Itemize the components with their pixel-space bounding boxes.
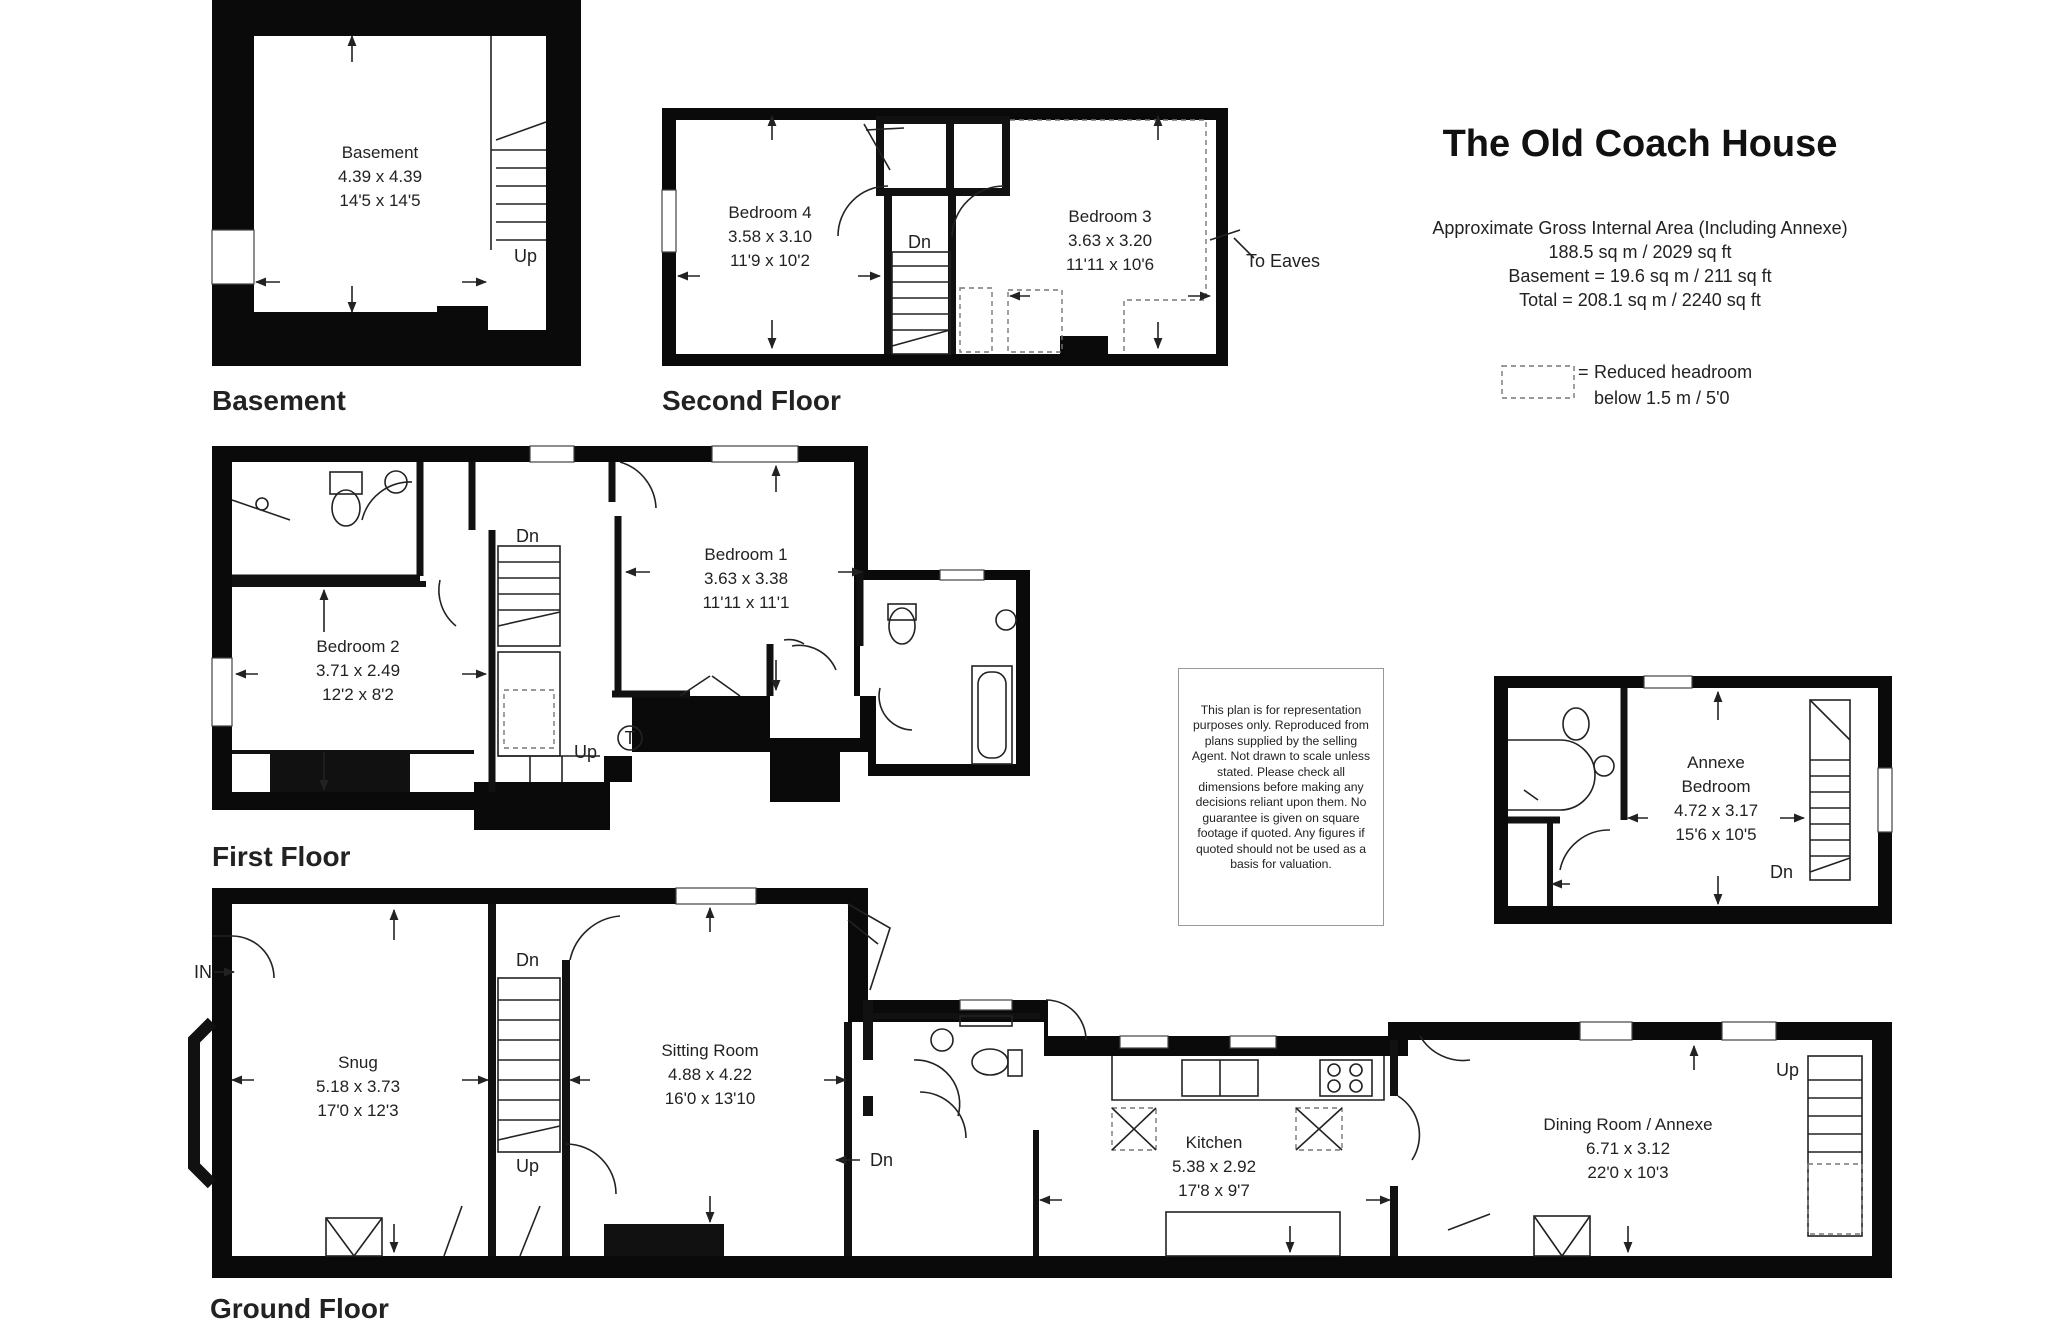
dining-room-imperial: 22'0 x 10'3 bbox=[1587, 1163, 1668, 1182]
basement-plan: Basement 4.39 x 4.39 14'5 x 14'5 Up bbox=[211, 0, 581, 366]
sitting-room-imperial: 16'0 x 13'10 bbox=[665, 1089, 756, 1108]
dining-up-label: Up bbox=[1776, 1060, 1799, 1080]
basement-room-metric: 4.39 x 4.39 bbox=[338, 167, 422, 186]
ground-floor-dn-label: Dn bbox=[516, 950, 539, 970]
sitting-room-metric: 4.88 x 4.22 bbox=[668, 1065, 752, 1084]
area-line-1: Approximate Gross Internal Area (Includi… bbox=[1432, 218, 1847, 238]
annexe-bedroom-name-2: Bedroom bbox=[1682, 777, 1751, 796]
to-eaves-label: To Eaves bbox=[1246, 251, 1320, 271]
ground-floor-up-label: Up bbox=[516, 1156, 539, 1176]
bedroom4-metric: 3.58 x 3.10 bbox=[728, 227, 812, 246]
dining-room-metric: 6.71 x 3.12 bbox=[1586, 1139, 1670, 1158]
second-floor-stairs bbox=[891, 251, 951, 355]
bedroom3-imperial: 11'11 x 10'6 bbox=[1066, 255, 1154, 274]
bedroom1-metric: 3.63 x 3.38 bbox=[704, 569, 788, 588]
disclaimer-box: This plan is for representation purposes… bbox=[1178, 668, 1384, 926]
annexe-stairs bbox=[1809, 699, 1851, 881]
basement-stairs bbox=[491, 121, 547, 241]
basement-room-name: Basement bbox=[342, 143, 419, 162]
property-title: The Old Coach House bbox=[1443, 123, 1838, 165]
first-floor-up-label: Up bbox=[574, 742, 597, 762]
dining-room-name: Dining Room / Annexe bbox=[1543, 1115, 1712, 1134]
floor-label-first-floor: First Floor bbox=[212, 841, 351, 872]
floor-label-second-floor: Second Floor bbox=[662, 385, 841, 416]
bedroom3-metric: 3.63 x 3.20 bbox=[1068, 231, 1152, 250]
floor-label-ground-floor: Ground Floor bbox=[210, 1293, 389, 1324]
bedroom2-imperial: 12'2 x 8'2 bbox=[322, 685, 394, 704]
ground-floor-stairs bbox=[497, 977, 1863, 1237]
first-floor-stairs bbox=[497, 545, 600, 782]
area-line-4: Total = 208.1 sq m / 2240 sq ft bbox=[1519, 290, 1761, 310]
basement-up-label: Up bbox=[514, 246, 537, 266]
legend-equals: = bbox=[1578, 362, 1589, 382]
area-line-2: 188.5 sq m / 2029 sq ft bbox=[1548, 242, 1731, 262]
kitchen-metric: 5.38 x 2.92 bbox=[1172, 1157, 1256, 1176]
annexe-plan: Annexe Bedroom 4.72 x 3.17 15'6 x 10'5 D… bbox=[1494, 675, 1893, 924]
snug-name: Snug bbox=[338, 1053, 378, 1072]
bedroom2-name: Bedroom 2 bbox=[316, 637, 399, 656]
area-line-3: Basement = 19.6 sq m / 211 sq ft bbox=[1508, 266, 1771, 286]
annexe-bedroom-name-1: Annexe bbox=[1687, 753, 1745, 772]
ground-floor-dn-label-2: Dn bbox=[870, 1150, 893, 1170]
bedroom4-imperial: 11'9 x 10'2 bbox=[730, 251, 810, 270]
annexe-bedroom-imperial: 15'6 x 10'5 bbox=[1675, 825, 1756, 844]
second-floor-dn-label: Dn bbox=[908, 232, 931, 252]
kitchen-name: Kitchen bbox=[1186, 1133, 1243, 1152]
legend-line-2: below 1.5 m / 5'0 bbox=[1594, 388, 1730, 408]
second-floor-plan: Bedroom 4 3.58 x 3.10 11'9 x 10'2 Bedroo… bbox=[661, 108, 1320, 366]
first-floor-dn-label: Dn bbox=[516, 526, 539, 546]
entrance-label: IN bbox=[194, 962, 212, 982]
reduced-headroom-legend: = Reduced headroom below 1.5 m / 5'0 bbox=[1501, 362, 1752, 408]
bedroom4-name: Bedroom 4 bbox=[728, 203, 811, 222]
bedroom2-metric: 3.71 x 2.49 bbox=[316, 661, 400, 680]
kitchen-imperial: 17'8 x 9'7 bbox=[1178, 1181, 1250, 1200]
water-tank-label: T bbox=[625, 728, 636, 748]
annexe-dn-label: Dn bbox=[1770, 862, 1793, 882]
first-floor-plan: T Bedroom 1 3.63 x 3.38 11'11 x 11'1 Bed… bbox=[211, 445, 1030, 830]
bedroom3-name: Bedroom 3 bbox=[1068, 207, 1151, 226]
bedroom1-imperial: 11'11 x 11'1 bbox=[703, 593, 790, 612]
ground-floor-plan: IN Snug 5.18 x 3.73 17'0 x 12'3 Sitting … bbox=[188, 887, 1892, 1278]
snug-imperial: 17'0 x 12'3 bbox=[317, 1101, 398, 1120]
floor-label-basement: Basement bbox=[212, 385, 346, 416]
basement-room-imperial: 14'5 x 14'5 bbox=[339, 191, 420, 210]
sitting-room-name: Sitting Room bbox=[661, 1041, 758, 1060]
legend-line-1: Reduced headroom bbox=[1594, 362, 1752, 382]
snug-metric: 5.18 x 3.73 bbox=[316, 1077, 400, 1096]
bedroom1-name: Bedroom 1 bbox=[704, 545, 787, 564]
annexe-bedroom-metric: 4.72 x 3.17 bbox=[1674, 801, 1758, 820]
